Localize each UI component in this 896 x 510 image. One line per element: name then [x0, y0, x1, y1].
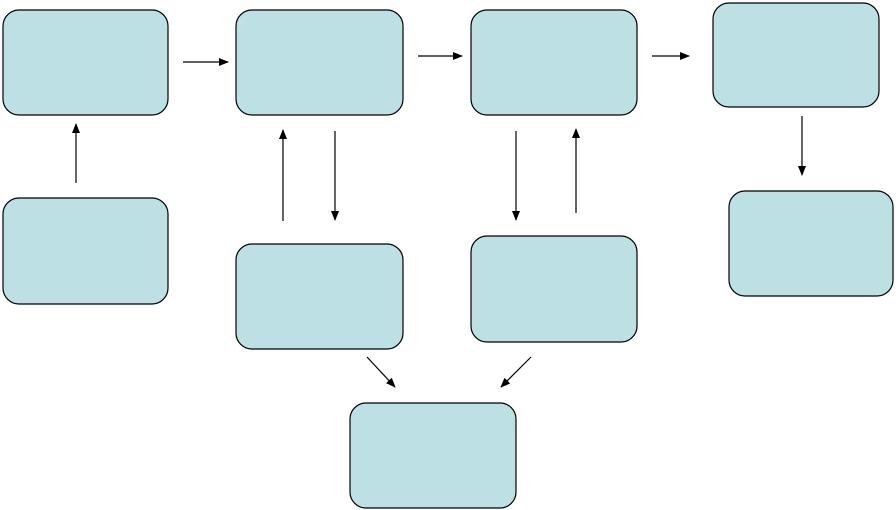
flow-node-box-a [2, 9, 169, 116]
flow-node-box-i [349, 402, 517, 509]
flow-node-e [2, 197, 169, 305]
connectors-layer [72, 52, 806, 388]
flow-node-box-g [470, 235, 638, 343]
arrow-f-to-i [366, 356, 396, 388]
arrow-g-to-i [500, 356, 532, 388]
flow-node-box-b [235, 9, 404, 116]
flow-node-box-e [2, 197, 169, 305]
flow-node-i [349, 402, 517, 509]
flow-node-b [235, 9, 404, 116]
flow-node-f [235, 243, 404, 350]
flow-node-h [728, 190, 894, 297]
flow-node-a [2, 9, 169, 116]
flow-node-box-d [712, 2, 880, 108]
flow-node-box-c [470, 9, 638, 116]
flow-node-box-f [235, 243, 404, 350]
flow-node-g [470, 235, 638, 343]
flow-node-d [712, 2, 880, 108]
flow-node-box-h [728, 190, 894, 297]
flow-node-c [470, 9, 638, 116]
